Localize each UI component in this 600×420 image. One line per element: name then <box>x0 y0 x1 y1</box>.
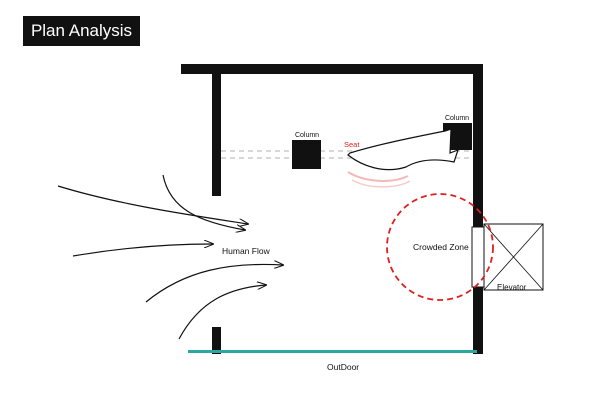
label-column-right: Column <box>445 115 469 122</box>
label-crowded-zone: Crowded Zone <box>413 242 469 252</box>
title-banner: Plan Analysis <box>23 16 140 46</box>
flow-arrow-5 <box>178 285 266 340</box>
page-title: Plan Analysis <box>30 21 133 40</box>
elevator-icon <box>483 223 544 291</box>
seat-reflection-arc-2 <box>351 179 411 188</box>
label-seat: Seat <box>344 140 360 149</box>
label-elevator: Elevator <box>497 283 527 292</box>
label-outdoor: OutDoor <box>327 362 359 372</box>
flow-arrow-4 <box>145 264 283 303</box>
left-lower-wall-stub <box>212 327 221 354</box>
label-human-flow: Human Flow <box>222 246 271 256</box>
outdoor-glass-edge <box>188 350 477 353</box>
label-column-center: Column <box>295 132 319 139</box>
flow-arrow-1 <box>57 185 248 224</box>
seat-shape <box>347 128 459 171</box>
column-center <box>292 140 321 169</box>
flow-arrow-2 <box>162 174 245 230</box>
left-upper-wall <box>212 64 221 196</box>
top-wall <box>181 64 481 74</box>
flow-arrow-3 <box>72 244 213 257</box>
seat-reflection-arc-1 <box>347 171 409 182</box>
crowded-zone-circle <box>386 193 494 301</box>
